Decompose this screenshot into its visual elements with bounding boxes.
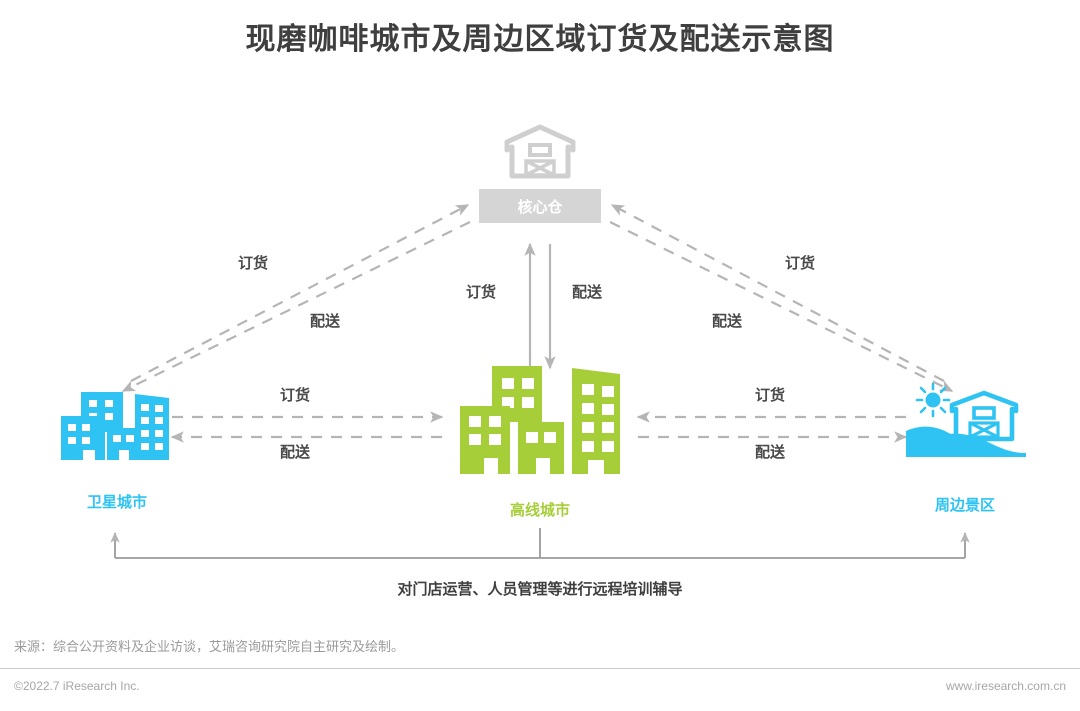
node-satellite-city[interactable]: 卫星城市 <box>37 386 197 512</box>
footer-copyright: ©2022.7 iResearch Inc. <box>14 679 140 693</box>
flow-label-deliver-right-diagonal: 配送 <box>712 313 743 330</box>
arrow-deliver-warehouse-to-scenic <box>609 221 954 392</box>
sun-icon <box>915 382 951 418</box>
satellite-city-label: 卫星城市 <box>86 494 147 511</box>
training-label: 对门店运营、人员管理等进行远程培训辅导 <box>397 581 683 598</box>
training-bracket <box>110 528 970 559</box>
flow-label-order-right-horizontal: 订货 <box>755 387 786 404</box>
footer-divider <box>0 668 1080 669</box>
flow-label-order-left-diagonal: 订货 <box>238 255 269 272</box>
core-warehouse-box[interactable]: 核心仓 <box>479 189 601 223</box>
city-buildings-icon <box>61 392 169 460</box>
flow-label-deliver-right-horizontal: 配送 <box>755 444 786 461</box>
barn-landscape-sun-icon <box>906 382 1026 457</box>
flow-label-deliver-left-horizontal: 配送 <box>280 444 311 461</box>
scenic-area-label: 周边景区 <box>934 497 995 514</box>
arrow-deliver-warehouse-to-satellite <box>121 221 471 392</box>
flow-label-order-center: 订货 <box>466 284 497 301</box>
flow-label-order-left-horizontal: 订货 <box>280 387 311 404</box>
high-tier-city-label: 高线城市 <box>509 502 570 519</box>
node-scenic-area[interactable]: 周边景区 <box>885 382 1045 515</box>
city-buildings-icon <box>460 366 620 474</box>
barn-icon <box>504 124 576 179</box>
core-warehouse-label: 核心仓 <box>517 198 563 216</box>
page-title: 现磨咖啡城市及周边区域订货及配送示意图 <box>245 23 835 56</box>
node-high-tier-city[interactable]: 高线城市 <box>440 360 640 520</box>
footer-website: www.iresearch.com.cn <box>945 679 1066 693</box>
node-core-warehouse[interactable]: 核心仓 <box>440 124 640 223</box>
flow-label-deliver-left-diagonal: 配送 <box>310 313 341 330</box>
source-note: 来源：综合公开资料及企业访谈，艾瑞咨询研究院自主研究及绘制。 <box>14 639 405 654</box>
flow-label-deliver-center: 配送 <box>572 284 603 301</box>
arrow-order-scenic-to-warehouse <box>610 204 945 382</box>
flow-label-order-right-diagonal: 订货 <box>785 255 816 272</box>
arrow-order-satellite-to-warehouse <box>130 204 470 382</box>
